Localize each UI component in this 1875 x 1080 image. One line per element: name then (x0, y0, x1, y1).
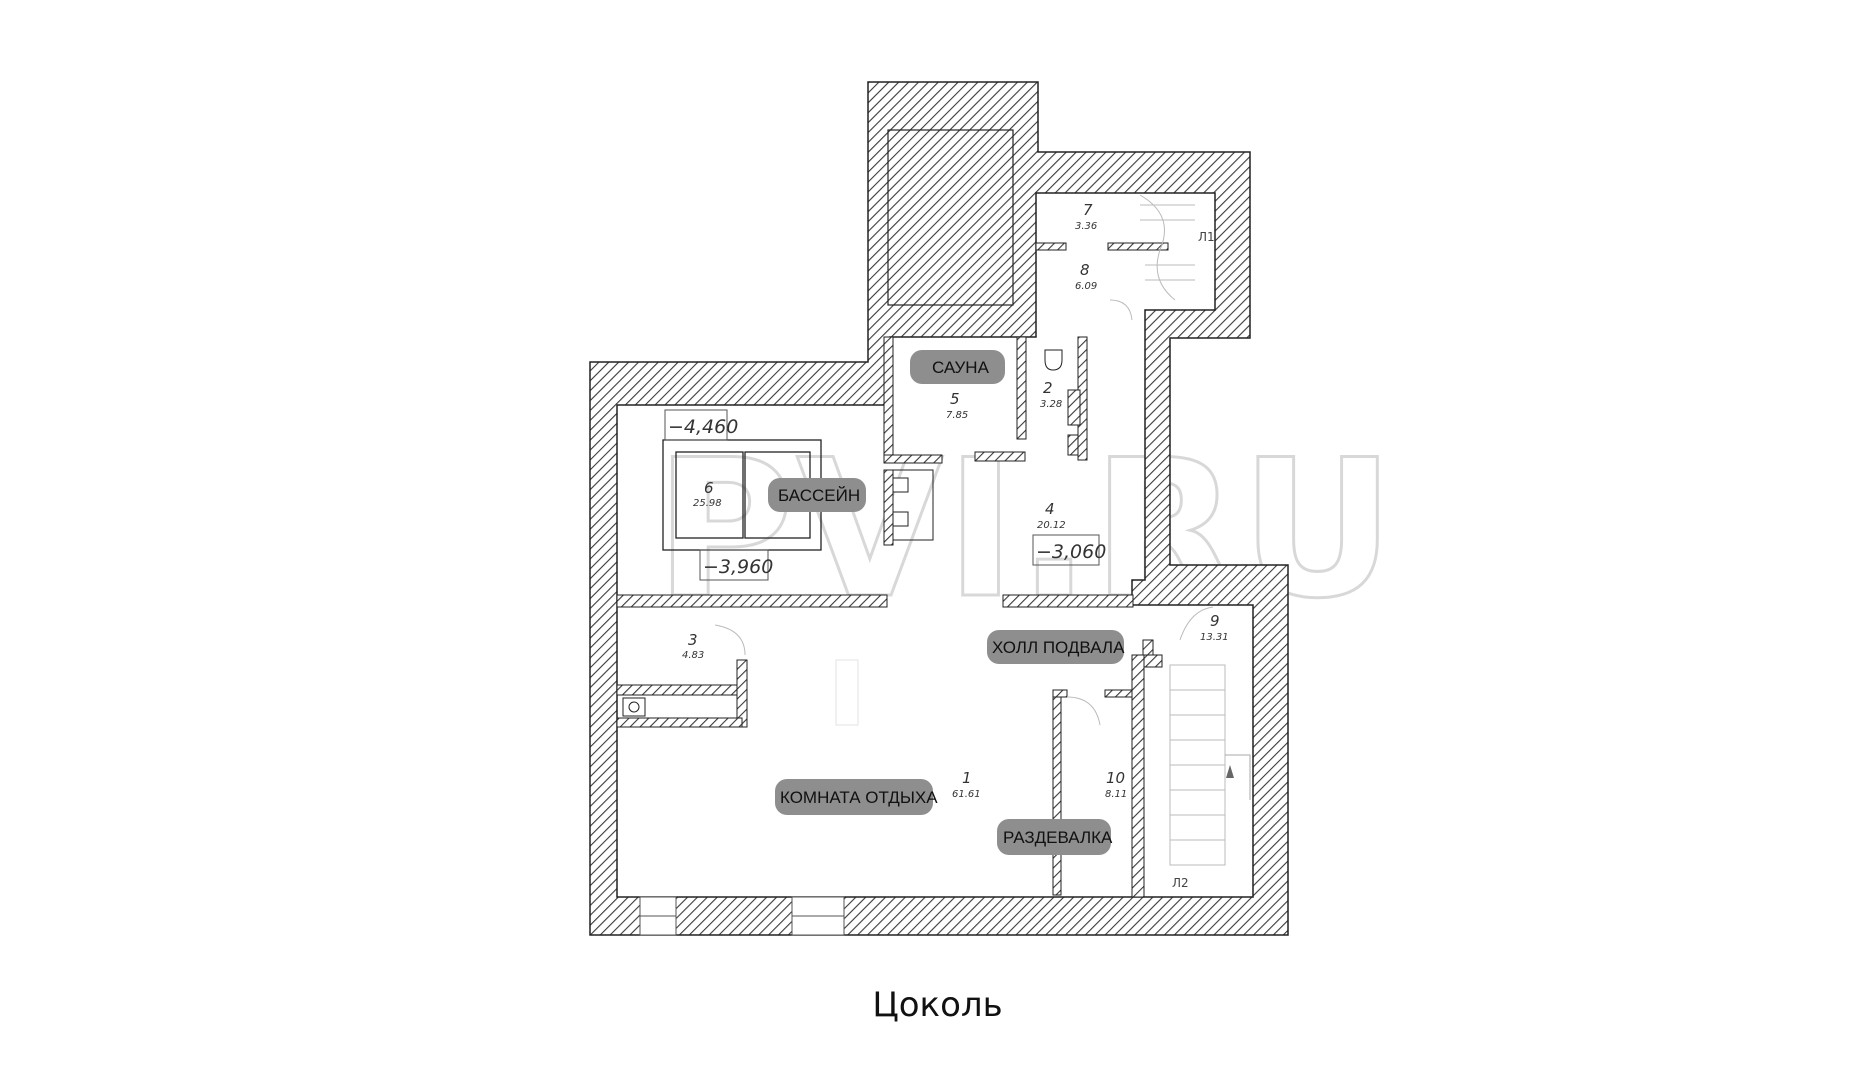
room-area: 8.11 (1105, 789, 1127, 800)
room-label-hall: ХОЛЛ ПОДВАЛА (992, 638, 1125, 657)
room-number: 7 (1083, 201, 1093, 219)
room-number: 3 (688, 631, 698, 649)
sinks (892, 469, 934, 541)
room-area: 13.31 (1200, 632, 1229, 643)
level-mark: −3,960 (703, 556, 773, 578)
room-area: 25.98 (693, 498, 722, 509)
room-labels: САУНА БАССЕЙН ХОЛЛ ПОДВАЛА КОМНАТА ОТДЫХ… (768, 350, 1125, 855)
room-number: 8 (1080, 261, 1090, 279)
windows (639, 896, 845, 936)
stairs-l1 (1139, 194, 1195, 301)
room-label-changing: РАЗДЕВАЛКА (1003, 828, 1113, 847)
room-area: 61.61 (952, 789, 981, 800)
room-number: 10 (1106, 769, 1125, 787)
stair-tag: Л1 (1198, 230, 1215, 244)
room-area: 3.36 (1075, 221, 1097, 232)
room-area: 3.28 (1040, 399, 1062, 410)
room-number: 6 (704, 479, 714, 497)
stairs-l2 (1169, 664, 1251, 866)
partition-walls (616, 242, 1169, 898)
toilet-icon (1044, 349, 1063, 371)
room-area: 7.85 (946, 410, 968, 421)
level-mark: −3,060 (1036, 541, 1106, 563)
room-number: 9 (1210, 612, 1220, 630)
room-label-pool: БАССЕЙН (778, 486, 860, 505)
room-area: 4.83 (682, 650, 704, 661)
room-label-sauna: САУНА (932, 358, 990, 377)
stair-tag: Л2 (1172, 876, 1189, 890)
shaft-block (887, 129, 1014, 306)
room-area: 20.12 (1037, 520, 1066, 531)
room-number: 1 (962, 769, 972, 787)
room-number: 2 (1043, 379, 1053, 397)
level-mark: −4,460 (668, 416, 738, 438)
floor-caption: Цоколь (872, 985, 1003, 1025)
closet-appliance (622, 697, 646, 717)
door-swings (714, 299, 1214, 726)
level-marks (664, 409, 1100, 581)
room-label-lounge: КОМНАТА ОТДЫХА (780, 788, 938, 807)
room-area: 6.09 (1075, 281, 1097, 292)
room-number: 5 (950, 390, 960, 408)
room-numbers: 1 61.61 2 3.28 3 4.83 4 20.12 5 7.85 6 2… (682, 201, 1229, 800)
room-number: 4 (1045, 500, 1055, 518)
